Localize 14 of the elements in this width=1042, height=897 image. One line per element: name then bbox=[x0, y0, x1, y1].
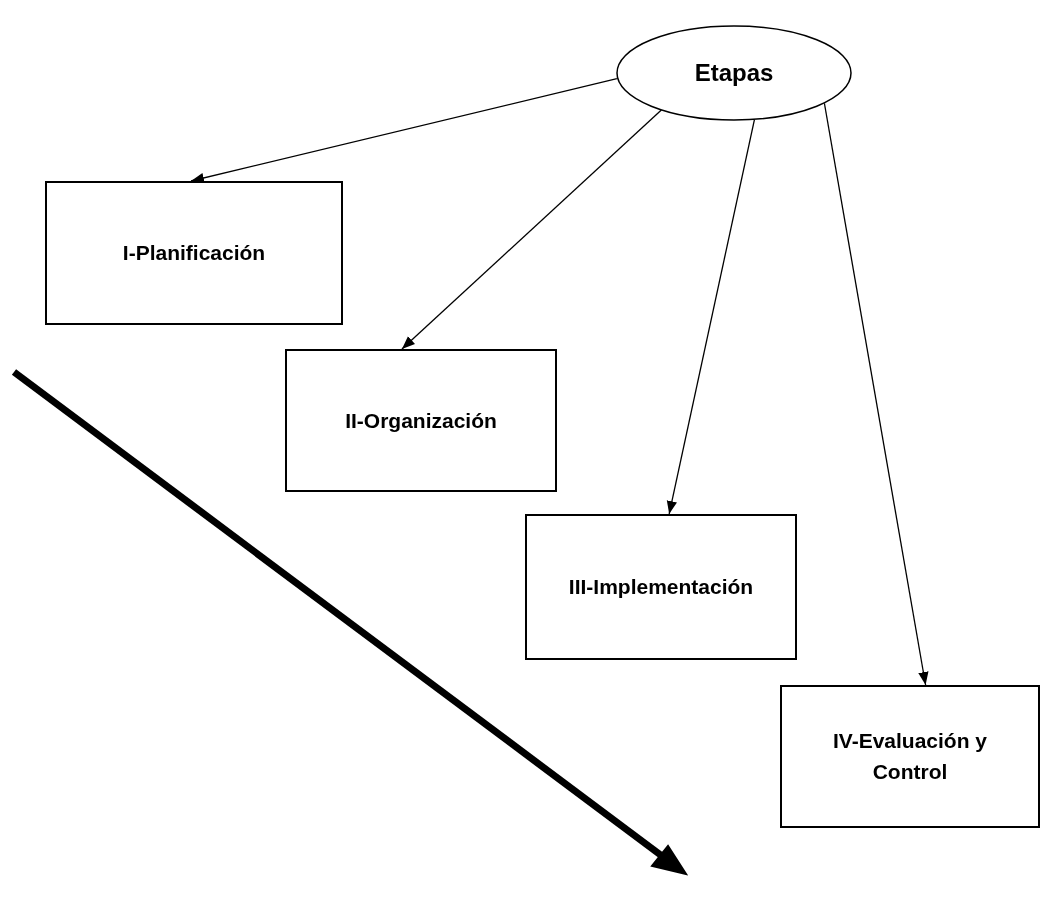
arrow bbox=[823, 102, 929, 686]
stage-label: III-Implementación bbox=[568, 575, 754, 599]
stage-box bbox=[525, 514, 797, 660]
stage-box bbox=[780, 685, 1040, 828]
stage-label: I-Planificación bbox=[122, 241, 266, 265]
stage-ellipse bbox=[616, 25, 852, 121]
arrow bbox=[666, 118, 756, 515]
stage-label: II-Organización bbox=[345, 408, 497, 433]
stage-box bbox=[285, 349, 557, 492]
stage-label: Etapas bbox=[694, 59, 774, 87]
stage-box bbox=[45, 181, 343, 325]
arrow bbox=[190, 78, 618, 183]
stage-label: IV-Evaluación y Control bbox=[831, 728, 989, 785]
arrow bbox=[401, 109, 662, 350]
